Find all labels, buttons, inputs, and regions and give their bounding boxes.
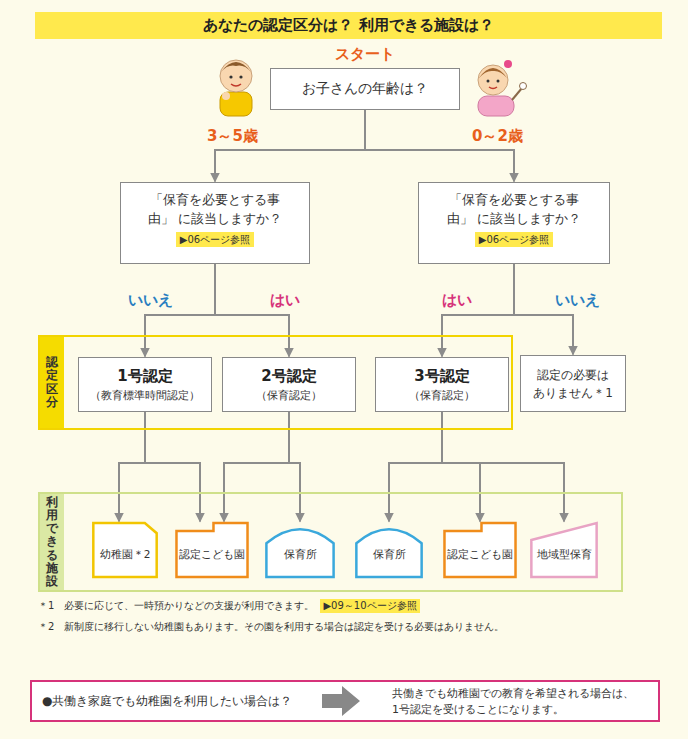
node-text: 認定の必要は ありません＊1 (533, 366, 613, 402)
band-tab: 利用できる施設 (40, 494, 64, 590)
category-box: 2号認定 （保育認定） (222, 357, 356, 412)
branch-label: 0～2歳 (470, 127, 525, 146)
question-text: 「保育を必要とする事由」 に該当しますか？ (139, 191, 291, 229)
note-box: ●共働き家庭でも幼稚園を利用したい場合は？ 共働きでも幼稚園での教育を希望される場… (30, 680, 660, 722)
note-box-ground (31, 681, 659, 721)
footnote: ＊1 必要に応じて、一時預かりなどの支援が利用できます。 (38, 599, 314, 613)
connector-arrow (442, 264, 514, 357)
region-band: 利用できる施設幼稚園＊2 認定こども園 保育所 保育所 認定こども園 地域型保育 (38, 492, 623, 592)
band-tab: 認定区分 (40, 337, 64, 428)
ref-wrap: ▶06ページ参照 (139, 229, 291, 249)
facility-name: 保育所 (284, 548, 317, 562)
connector-arrow (215, 264, 289, 357)
note-answer: 共働きでも幼稚園での教育を希望される場合は、 1号認定を受けることになります。 (392, 686, 642, 718)
page-reference: ▶09～10ページ参照 (320, 599, 419, 613)
facility-shape: 認定こども園 (443, 522, 517, 578)
category-sub: （保育認定） (376, 388, 508, 403)
facility-shape: 保育所 (355, 522, 423, 578)
branch-label: いいえ (553, 291, 602, 310)
note-question: ●共働き家庭でも幼稚園を利用したい場合は？ (42, 682, 292, 720)
page-reference: ▶06ページ参照 (176, 232, 254, 247)
facility-shape: 認定こども園 (175, 522, 249, 578)
facility-shape: 幼稚園＊2 (92, 522, 158, 578)
boy-illustration (220, 60, 252, 116)
facility-name: 幼稚園＊2 (100, 548, 151, 562)
band-label: 認定区分 (46, 356, 58, 409)
start-label: スタート (270, 45, 460, 64)
branch-label: 3～5歳 (205, 127, 260, 146)
category-name: 3号認定 (376, 367, 508, 386)
category-sub: （保育認定） (223, 388, 355, 403)
page-reference: ▶06ページ参照 (475, 232, 553, 247)
category-name: 2号認定 (223, 367, 355, 386)
branch-label: いいえ (126, 291, 175, 310)
band-label: 利用できる施設 (46, 496, 58, 588)
category-box: 1号認定 （教育標準時間認定） (78, 357, 212, 412)
footnote: ＊2 新制度に移行しない幼稚園もあります。その園を利用する場合は認定を受ける必要… (38, 620, 504, 634)
block-arrow (322, 686, 360, 716)
decision-box: 「保育を必要とする事由」 に該当しますか？ ▶06ページ参照 (120, 182, 310, 264)
start-box-frame: お子さんの年齢は？ (270, 68, 460, 110)
category-box: 3号認定 （保育認定） (375, 357, 509, 412)
ref-wrap: ▶06ページ参照 (437, 229, 591, 249)
decision-box: 「保育を必要とする事由」 に該当しますか？ ▶06ページ参照 (418, 182, 610, 264)
question-text: 「保育を必要とする事由」 に該当しますか？ (437, 191, 591, 229)
connector-arrow (145, 264, 215, 357)
branch-label: はい (268, 291, 302, 310)
no-certification-box: 認定の必要は ありません＊1 (520, 355, 626, 412)
question-text: お子さんの年齢は？ (302, 80, 428, 98)
start-node: スタートお子さんの年齢は？ (270, 45, 460, 110)
branch-label: はい (440, 291, 474, 310)
facility-name: 認定こども園 (447, 548, 513, 562)
category-name: 1号認定 (79, 367, 211, 386)
region-band: 認定区分 1号認定 （教育標準時間認定） 2号認定 （保育認定） 3号認定 （保育認定） (38, 335, 513, 430)
category-sub: （教育標準時間認定） (79, 388, 211, 403)
title-bar: あなたの認定区分は？ 利用できる施設は？ (35, 12, 662, 39)
facility-name: 地域型保育 (537, 548, 592, 562)
girl-illustration (478, 60, 527, 116)
facility-shape: 地域型保育 (530, 522, 598, 578)
facility-shape: 保育所 (265, 522, 335, 578)
facility-name: 認定こども園 (179, 548, 245, 562)
facility-name: 保育所 (373, 548, 406, 562)
